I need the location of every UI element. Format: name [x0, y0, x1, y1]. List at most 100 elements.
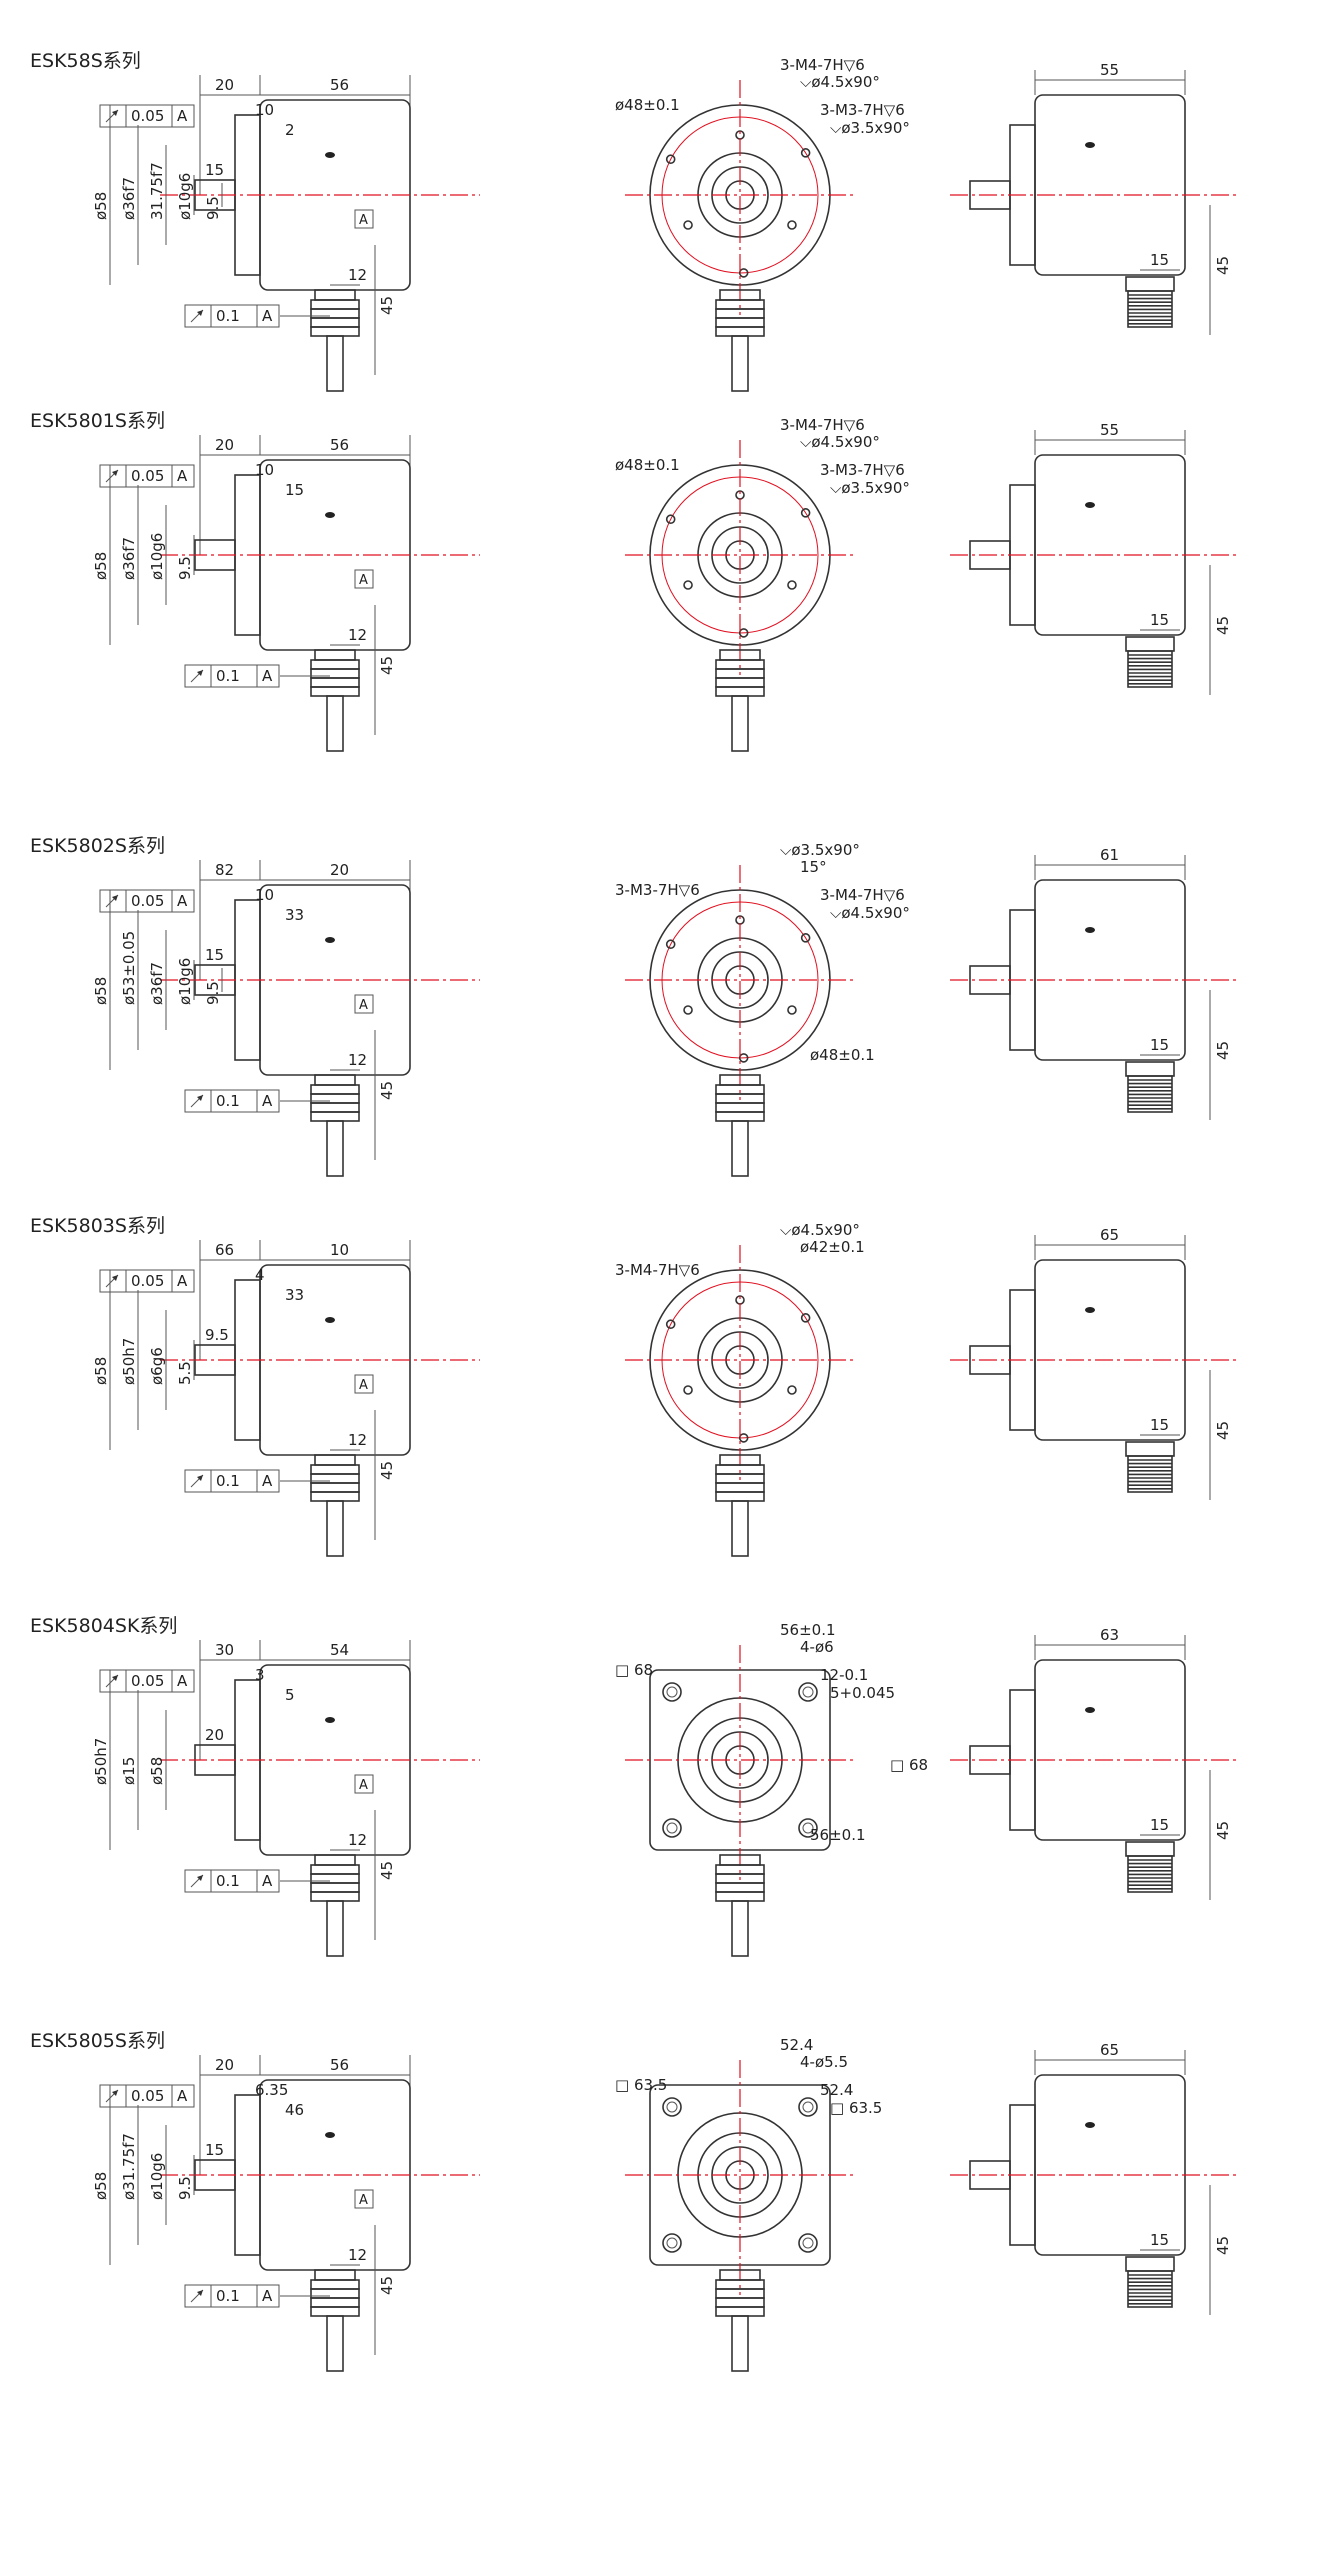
front-dimension: 3-M3-7H▽6: [615, 881, 700, 899]
datum-letter: A: [262, 2287, 273, 2305]
datum-letter: A: [262, 1872, 273, 1890]
label-dot: [325, 2132, 335, 2138]
front-dimension: ⌵ø4.5x90°: [800, 433, 880, 451]
m12-connector: [1125, 276, 1175, 328]
side-dimension: 15: [285, 481, 304, 499]
diameter-label: ø50h7: [92, 1738, 110, 1785]
height-dimension: 45: [378, 1861, 396, 1880]
height-dimension: 45: [378, 1461, 396, 1480]
diameter-label: ø31.75f7: [120, 2133, 138, 2200]
side-dimension: 33: [285, 1286, 304, 1304]
cable-gland: [310, 1074, 360, 1177]
tolerance-value: 0.1: [216, 307, 240, 325]
diameter-label: 9.5: [176, 556, 194, 580]
connector-offset: 15: [1150, 1816, 1169, 1834]
cable-gland: [715, 1074, 765, 1177]
cable-gland: [715, 1854, 765, 1957]
diameter-label: ø50h7: [120, 1338, 138, 1385]
cable-gland: [715, 289, 765, 392]
rear-height: 45: [1214, 1421, 1232, 1440]
rear-length: 61: [1100, 846, 1119, 864]
front-dimension: ⌵ø3.5x90°: [780, 841, 860, 859]
diameter-label: ø10g6: [176, 958, 194, 1005]
side-dimension: 54: [330, 1641, 349, 1659]
diameter-label: 31.75f7: [148, 162, 166, 220]
front-dimension: ø48±0.1: [615, 96, 680, 114]
diameter-label: ø10g6: [176, 173, 194, 220]
label-dot: [325, 152, 335, 158]
runout-frame-bottom: 0.1 A: [184, 1869, 280, 1893]
cable-gland: [715, 649, 765, 752]
side-dimension: 6.35: [255, 2081, 288, 2099]
rear-height: 45: [1214, 1041, 1232, 1060]
datum-box-label: A: [359, 998, 368, 1013]
side-dimension: 10: [255, 886, 274, 904]
gland-offset: 12: [348, 2246, 367, 2264]
label-dot: [1085, 502, 1095, 508]
side-dimension: 4: [255, 1266, 265, 1284]
label-dot: [1085, 2122, 1095, 2128]
datum-letter: A: [177, 1672, 188, 1690]
side-dimension: 15: [205, 946, 224, 964]
label-dot: [1085, 142, 1095, 148]
runout-frame-bottom: 0.1 A: [184, 2284, 280, 2308]
tolerance-value: 0.1: [216, 1872, 240, 1890]
front-dimension: □ 63.5: [615, 2076, 667, 2094]
label-dot: [325, 937, 335, 943]
datum-letter: A: [177, 107, 188, 125]
front-dimension: ⌵ø3.5x90°: [830, 479, 910, 497]
front-dimension: 52.4: [780, 2036, 813, 2054]
m12-connector: [1125, 2256, 1175, 2308]
front-dimension: □ 63.5: [830, 2099, 882, 2117]
rear-length: 63: [1100, 1626, 1119, 1644]
tolerance-value: 0.1: [216, 2287, 240, 2305]
cable-gland: [310, 649, 360, 752]
side-dimension: 66: [215, 1241, 234, 1259]
diameter-label: 9.5: [204, 196, 222, 220]
front-dimension: 3-M4-7H▽6: [780, 416, 865, 434]
rear-length: 55: [1100, 421, 1119, 439]
side-dimension: 3: [255, 1666, 265, 1684]
front-dimension: 3-M4-7H▽6: [615, 1261, 700, 1279]
connector-offset: 15: [1150, 1036, 1169, 1054]
front-dimension: 3-M3-7H▽6: [820, 461, 905, 479]
front-view: ø48±0.13-M4-7H▽6⌵ø4.5x90°3-M3-7H▽6⌵ø3.5x…: [615, 56, 910, 392]
m12-connector: [1125, 1061, 1175, 1113]
label-dot: [1085, 1307, 1095, 1313]
side-dimension: 30: [215, 1641, 234, 1659]
label-dot: [1085, 927, 1095, 933]
side-dimension: 9.5: [205, 1326, 229, 1344]
front-view: □ 63.552.44-ø5.552.4□ 63.5: [615, 2036, 882, 2372]
tolerance-value: 0.05: [131, 1672, 164, 1690]
front-dimension: 12-0.1: [820, 1666, 868, 1684]
connector-offset: 15: [1150, 1416, 1169, 1434]
connector-offset: 15: [1150, 251, 1169, 269]
cable-gland: [715, 2269, 765, 2372]
diameter-label: 5.5: [176, 1361, 194, 1385]
tolerance-value: 0.1: [216, 1092, 240, 1110]
side-dimension: 5: [285, 1686, 295, 1704]
connector-offset: 15: [1150, 611, 1169, 629]
front-dimension: 3-M4-7H▽6: [820, 886, 905, 904]
front-dimension: ⌵ø4.5x90°: [780, 1221, 860, 1239]
front-dimension: ⌵ø3.5x90°: [830, 119, 910, 137]
datum-box-label: A: [359, 2193, 368, 2208]
front-view: 3-M4-7H▽6⌵ø4.5x90°ø42±0.1: [615, 1221, 865, 1557]
rear-length: 55: [1100, 61, 1119, 79]
side-dimension: 56: [330, 436, 349, 454]
side-dimension: 20: [330, 861, 349, 879]
